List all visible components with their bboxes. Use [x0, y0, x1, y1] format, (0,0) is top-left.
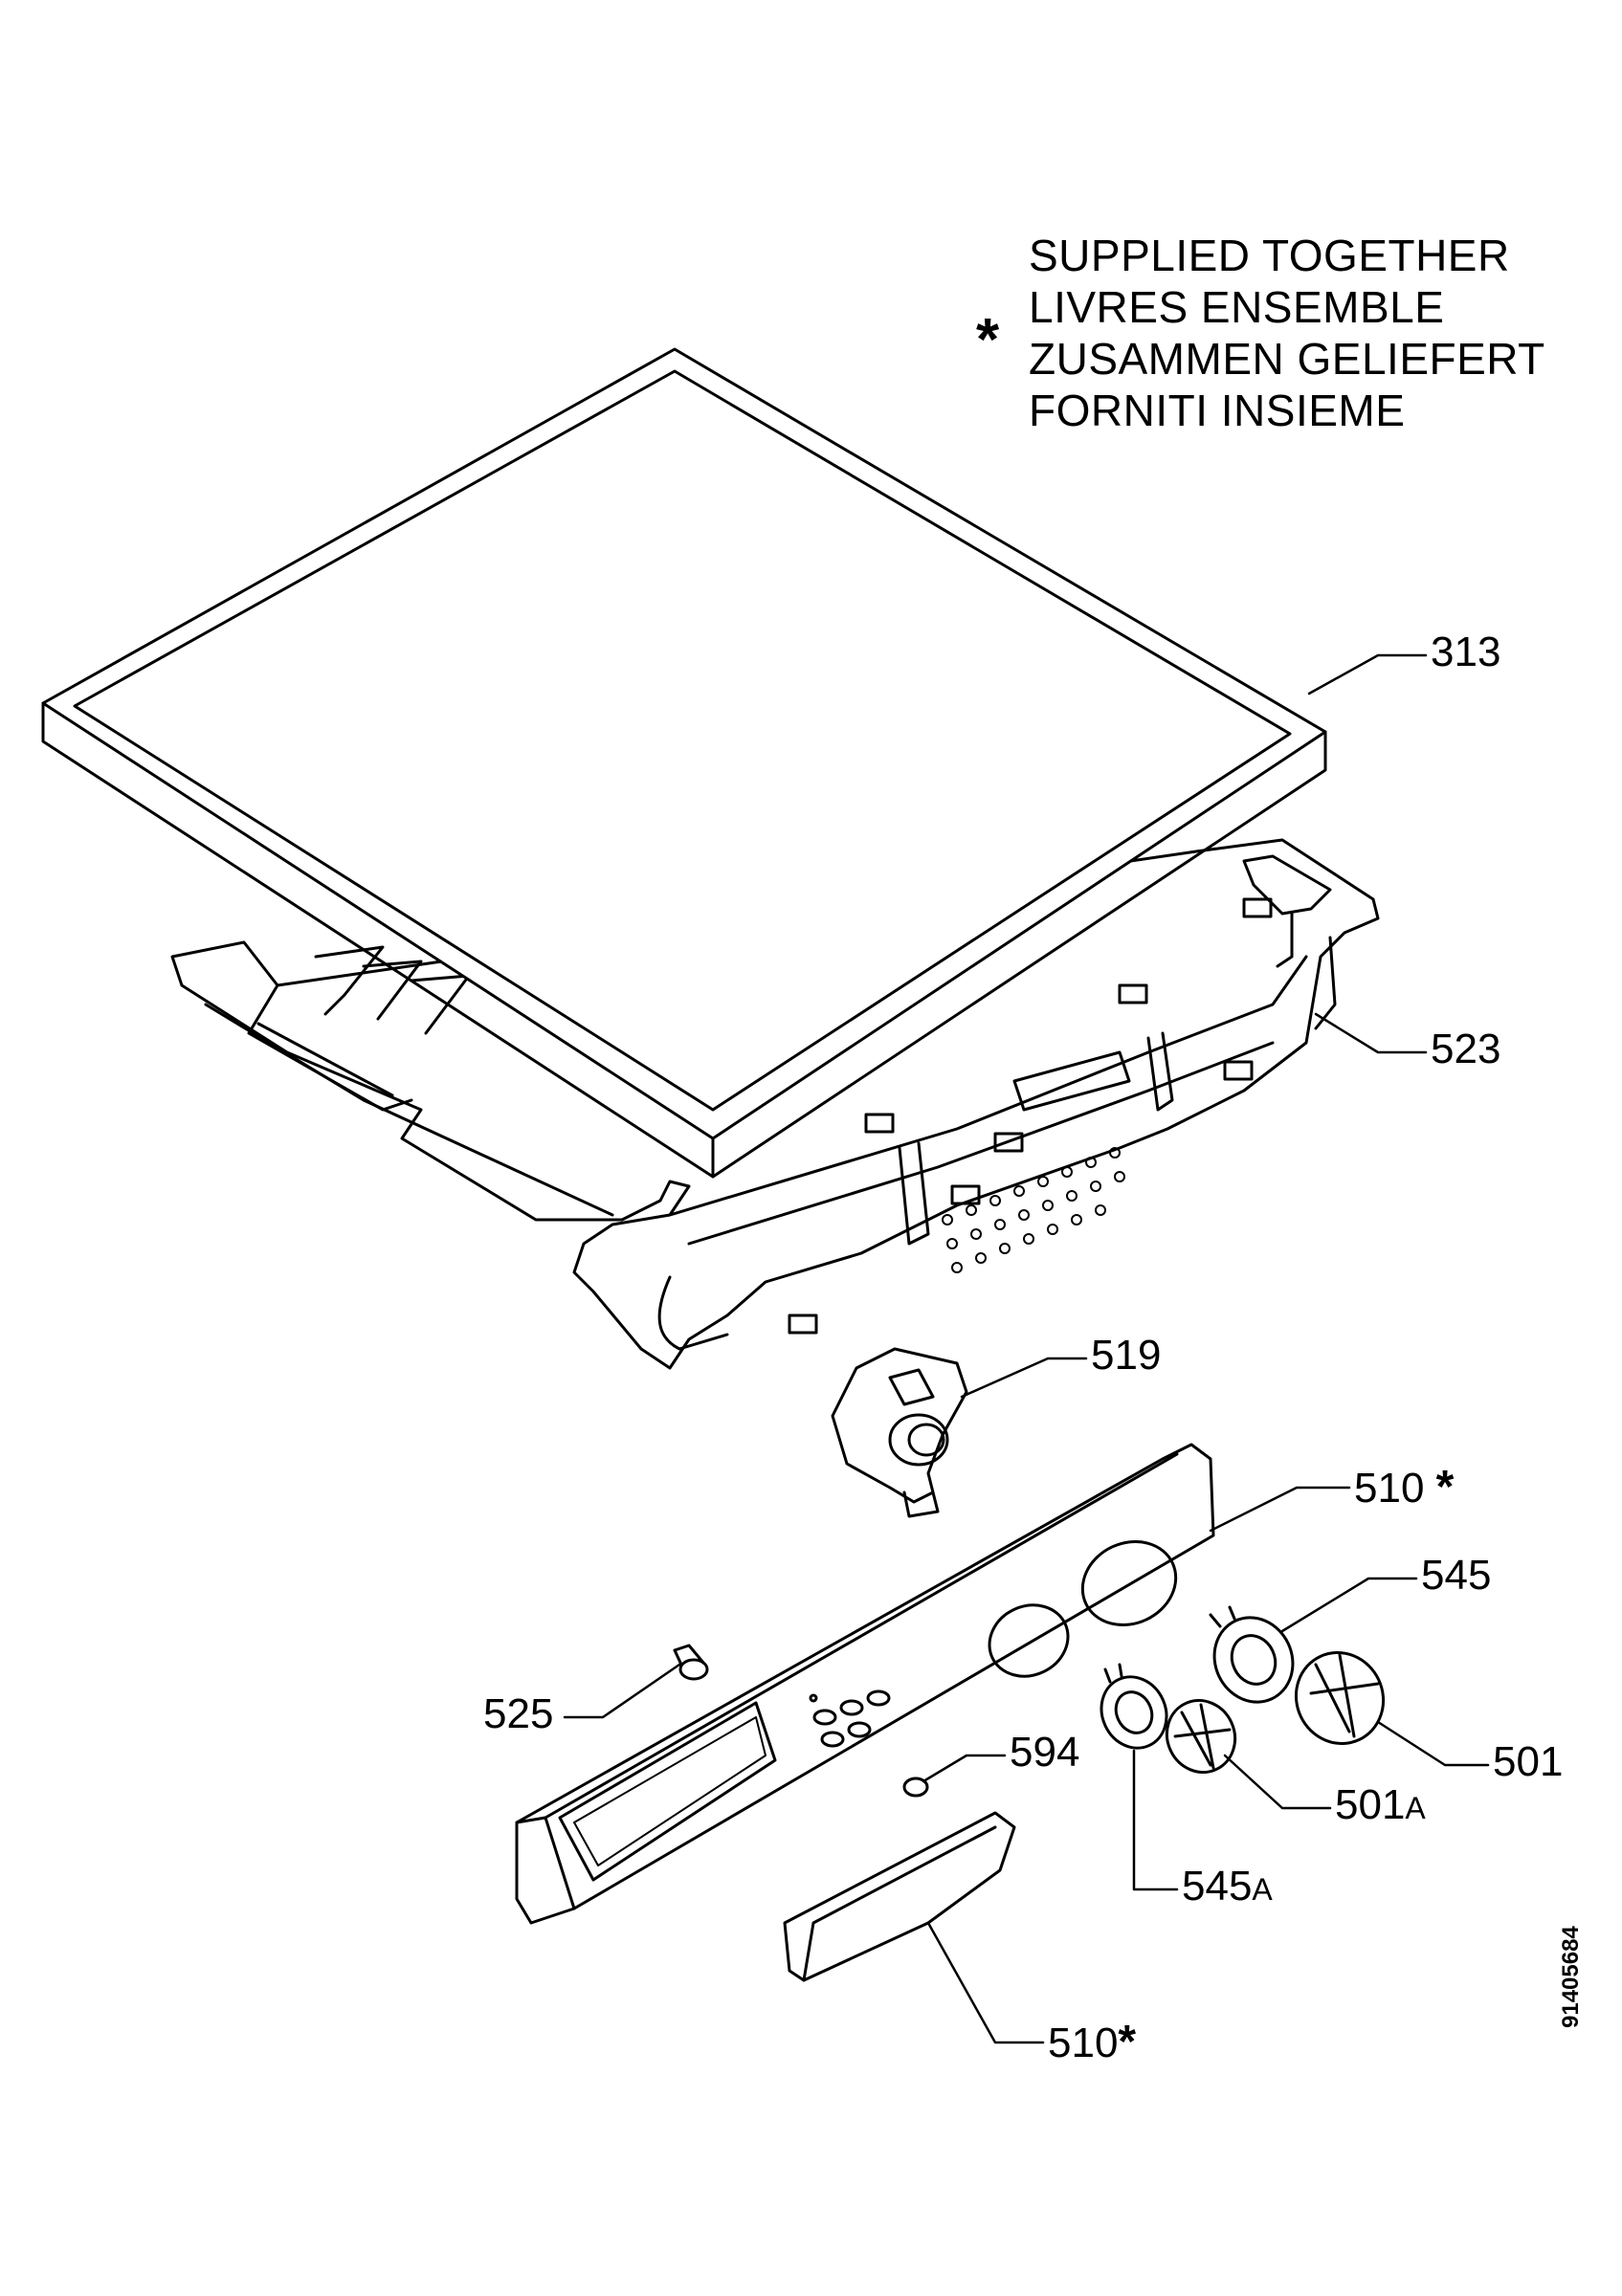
callout-545: 545 [1421, 1552, 1492, 1599]
worktop-lid-313 [41, 347, 1327, 1179]
callout-501a: 501A [1335, 1781, 1426, 1828]
potentiometer-545 [1209, 1605, 1295, 1704]
supplied-together-marker: * [1435, 1462, 1455, 1512]
supplied-together-marker: * [1118, 2017, 1137, 2067]
legend-marker: * [976, 307, 1000, 373]
callout-510-panel: 510 * [1354, 1462, 1455, 1512]
callout-523: 523 [1431, 1026, 1501, 1072]
callout-525: 525 [483, 1690, 554, 1737]
indicator-594 [902, 1777, 929, 1798]
frame-523 [170, 838, 1380, 1370]
callout-519: 519 [1091, 1332, 1162, 1379]
legend: SUPPLIED TOGETHER LIVRES ENSEMBLE ZUSAMM… [1029, 230, 1545, 436]
callout-545a: 545A [1182, 1863, 1273, 1910]
legend-line-de: ZUSAMMEN GELIEFERT [1029, 334, 1545, 384]
legend-line-it: FORNITI INSIEME [1029, 386, 1406, 435]
callout-313: 313 [1431, 629, 1501, 675]
dispenser-cover-510 [783, 1811, 1016, 1982]
callout-594: 594 [1010, 1729, 1080, 1776]
indicator-525 [673, 1644, 709, 1681]
callout-501: 501 [1493, 1738, 1564, 1785]
potentiometer-545a [1100, 1663, 1168, 1750]
switch-519 [831, 1347, 968, 1518]
control-panel-510 [515, 1443, 1215, 1925]
leader-lines [563, 653, 1490, 2044]
legend-line-en: SUPPLIED TOGETHER [1029, 231, 1510, 280]
legend-line-fr: LIVRES ENSEMBLE [1029, 282, 1445, 332]
document-number: 91405684 [1558, 1926, 1584, 2028]
callout-510-cover: 510* [1048, 2017, 1137, 2067]
knob-501a [1165, 1699, 1237, 1774]
knob-501 [1294, 1651, 1386, 1745]
